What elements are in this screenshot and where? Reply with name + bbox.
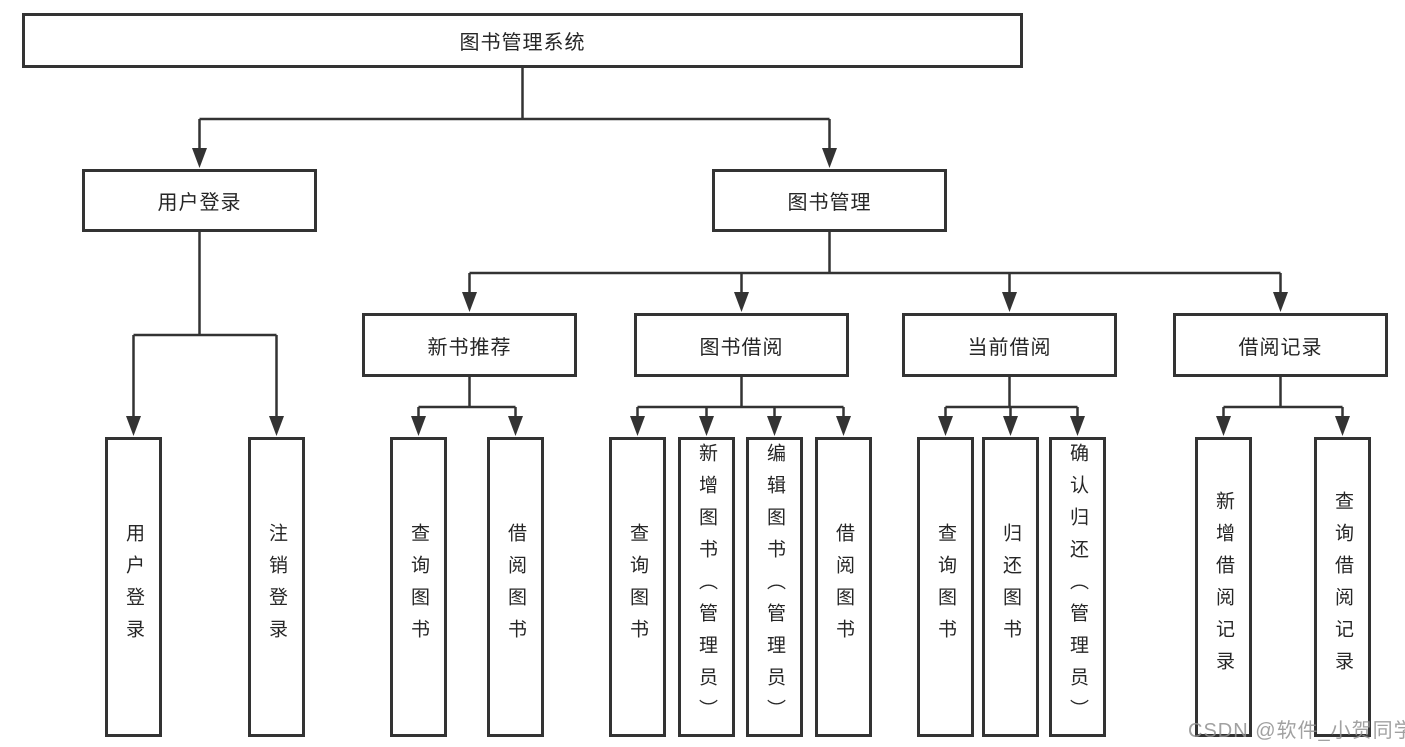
leaf-query-borrow-record: 查询借阅记录 [1314, 437, 1371, 737]
node-label: 新增借阅记录 [1213, 491, 1234, 683]
node-label: 图书管理 [787, 192, 872, 214]
node-current-borrowing: 当前借阅 [902, 313, 1117, 377]
leaf-edit-books-admin: 编辑图书（管理员） [746, 437, 803, 737]
node-root: 图书管理系统 [22, 13, 1023, 68]
node-book-management: 图书管理 [712, 169, 947, 232]
leaf-query-books-recommend: 查询图书 [390, 437, 447, 737]
node-label: 新增图书（管理员） [696, 443, 717, 731]
node-label: 查询图书 [627, 523, 648, 651]
node-label: 查询图书 [408, 523, 429, 651]
leaf-query-books-borrowing: 查询图书 [609, 437, 666, 737]
node-label: 用户登录 [123, 523, 144, 651]
node-label: 借阅图书 [505, 523, 526, 651]
node-label: 用户登录 [157, 192, 242, 214]
leaf-logout-login: 注销登录 [248, 437, 305, 737]
node-borrowing-records: 借阅记录 [1173, 313, 1388, 377]
node-label: 当前借阅 [967, 336, 1052, 359]
leaf-borrow-books-recommend: 借阅图书 [487, 437, 544, 737]
node-user-login: 用户登录 [82, 169, 317, 232]
leaf-query-books-current: 查询图书 [917, 437, 974, 737]
leaf-add-borrow-record: 新增借阅记录 [1195, 437, 1252, 737]
node-book-borrowing: 图书借阅 [634, 313, 849, 377]
leaf-borrow-books-borrowing: 借阅图书 [815, 437, 872, 737]
arrowhead-icons [126, 148, 1350, 436]
csdn-watermark: CSDN @软件_小贺同学 [1188, 720, 1405, 742]
node-label: 查询借阅记录 [1332, 491, 1353, 683]
node-label: 确认归还（管理员） [1067, 443, 1088, 731]
node-label: 新书推荐 [427, 336, 512, 359]
node-new-book-recommendation: 新书推荐 [362, 313, 577, 377]
node-label: 注销登录 [266, 523, 287, 651]
leaf-return-books: 归还图书 [982, 437, 1039, 737]
node-label: 借阅图书 [833, 523, 854, 651]
node-label: 图书管理系统 [459, 32, 586, 54]
node-label: 编辑图书（管理员） [764, 443, 785, 731]
node-label: 查询图书 [935, 523, 956, 651]
node-label: 归还图书 [1000, 523, 1021, 651]
leaf-user-login: 用户登录 [105, 437, 162, 737]
leaf-confirm-return-admin: 确认归还（管理员） [1049, 437, 1106, 737]
node-label: 借阅记录 [1238, 336, 1323, 359]
leaf-add-books-admin: 新增图书（管理员） [678, 437, 735, 737]
node-label: 图书借阅 [699, 336, 784, 359]
